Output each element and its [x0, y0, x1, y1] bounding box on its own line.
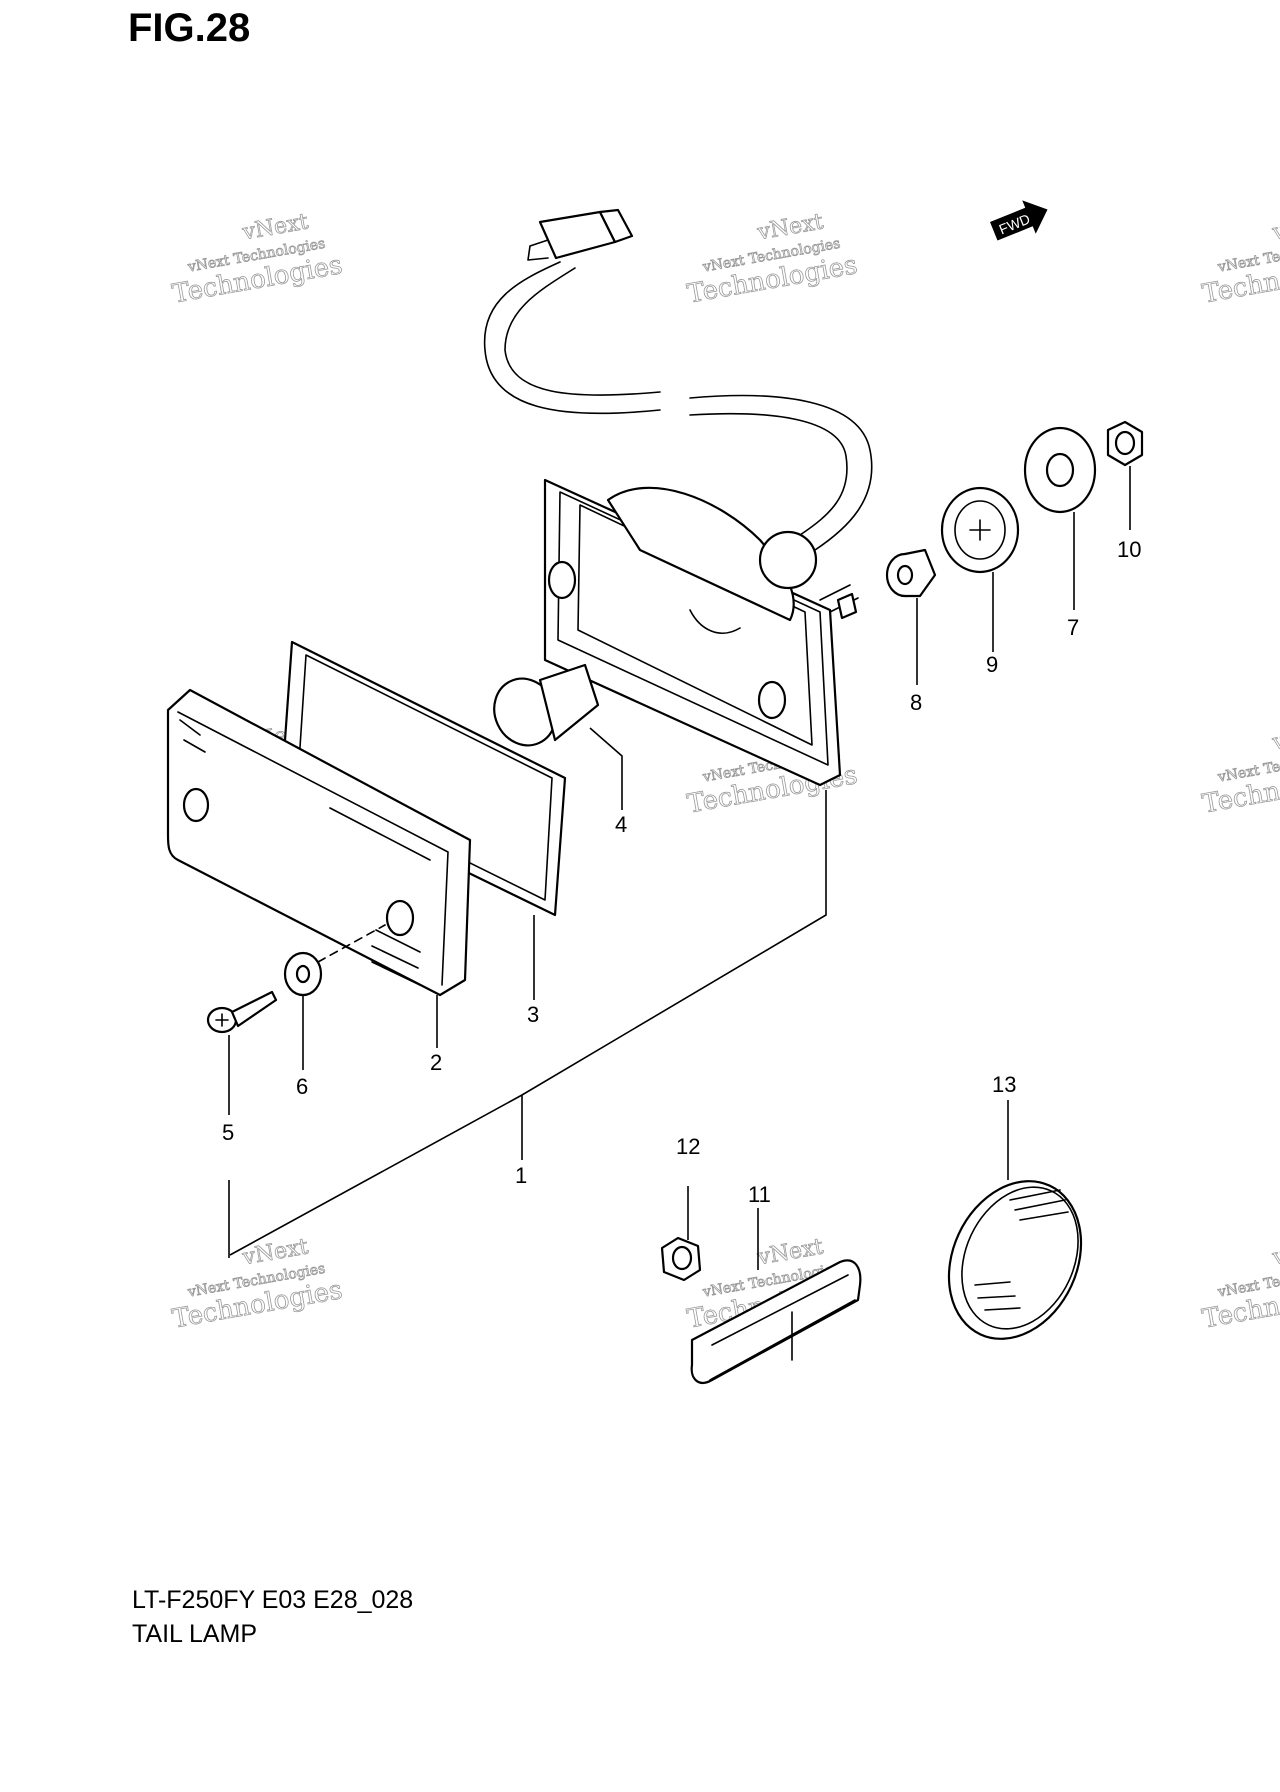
- callout-9: 9: [986, 652, 998, 677]
- callout-labels: 1 2 3 4 5 6 7 8 9 10 11 12 13: [222, 537, 1141, 1207]
- bushing: [885, 548, 937, 598]
- callout-7: 7: [1067, 615, 1079, 640]
- lamp-housing: [543, 478, 859, 787]
- wire-harness: [483, 208, 873, 551]
- grommet: [940, 486, 1020, 574]
- callout-10: 10: [1117, 537, 1141, 562]
- screw: [206, 990, 278, 1034]
- watermark: vNext vNext Technologies Technologies: [685, 209, 860, 310]
- callout-4: 4: [615, 812, 627, 837]
- callout-12: 12: [676, 1134, 700, 1159]
- callout-5: 5: [222, 1120, 234, 1145]
- watermark: vNext vNext Technologies Technologies: [1200, 719, 1280, 820]
- model-code: LT-F250FY E03 E28_028: [132, 1586, 414, 1614]
- callout-8: 8: [910, 690, 922, 715]
- leader-lines: [228, 466, 1131, 1270]
- watermark: vNext vNext Technologies Technologies: [170, 1234, 345, 1335]
- svg-text:vNext: vNext: [1270, 1234, 1280, 1270]
- watermark: vNext vNext Technologies Technologies: [1200, 209, 1280, 310]
- washer: [283, 951, 323, 997]
- callout-11: 11: [748, 1182, 771, 1207]
- callout-3: 3: [527, 1002, 539, 1027]
- diagram-title: TAIL LAMP: [132, 1620, 258, 1648]
- bulb: [493, 663, 600, 747]
- nut-small: [660, 1236, 702, 1282]
- watermark: vNext vNext Technologies Technologies: [170, 209, 345, 310]
- side-reflector: [690, 1259, 862, 1384]
- figure-label: FIG.28: [128, 6, 251, 50]
- watermark: vNext vNext Technologies Technologies: [1200, 1234, 1280, 1335]
- flat-washer: [1023, 426, 1097, 514]
- nut: [1106, 420, 1144, 467]
- callout-6: 6: [296, 1074, 308, 1099]
- callout-13: 13: [992, 1072, 1016, 1097]
- svg-text:vNext: vNext: [1270, 209, 1280, 245]
- callout-1: 1: [515, 1163, 527, 1188]
- gasket: [280, 640, 567, 917]
- callout-2: 2: [430, 1050, 442, 1075]
- rear-reflector: [947, 1180, 1083, 1340]
- lens: [166, 688, 472, 997]
- svg-text:vNext: vNext: [1270, 719, 1280, 755]
- fwd-arrow-icon: FWD: [990, 200, 1048, 241]
